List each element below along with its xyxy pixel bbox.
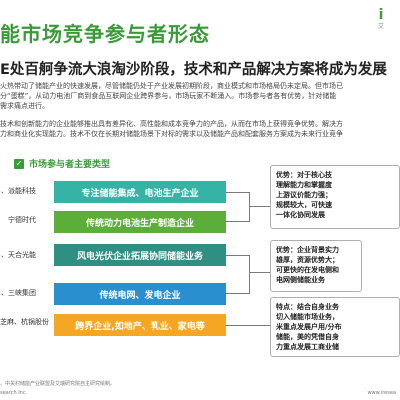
connector-middle: [250, 272, 270, 273]
connector-top: [250, 206, 270, 207]
player-label-2: 宁德时代: [8, 216, 36, 224]
footer-source: 、中关村储能产业联盟及艾瑞研究院自主研究绘制。: [0, 381, 116, 387]
note-3-line-2: 切入储能市场业务，: [276, 313, 339, 321]
segment-band-4: 传统电网、发电企业: [54, 283, 226, 305]
intro-line-5: 力和商业化实现能力。技术不仅在长期对储能场景下对标的需求以及储能产品和配套服务方…: [0, 130, 343, 138]
note-1-line-2: 理解能力和掌握度: [276, 181, 332, 189]
intro-line-1: 火热带动了储能产业的快速发展，尽管储能仍处于产业发展初期阶段，商业模式和市场格局…: [0, 82, 343, 90]
note-1-line-3: 上游议价能力强；: [276, 191, 332, 199]
note-1-line-5: 一体化协同发展: [276, 211, 325, 219]
logo-mark: i: [378, 7, 384, 23]
brand-logo: i 艾: [366, 8, 396, 31]
intro-line-2: 分“蛋糕”，从动力电池厂商到食品互联网企业跨界参与，市场玩家不断涌入。市场参与者…: [0, 92, 337, 100]
page-subtitle: E处百舸争流大浪淘沙阶段，技术和产品解决方案将成为发展: [0, 62, 387, 78]
segment-band-2: 传统动力电池生产制造企业: [54, 211, 226, 233]
note-2-line-3: 可更快的在发电侧和: [276, 266, 339, 274]
player-label-1: 、派能科技: [1, 187, 36, 195]
intro-line-4: 技术和创新能力的企业能够推出具有差异化、高性能和成本竞争力的产品，从而在市场上获…: [0, 120, 343, 128]
note-2-line-4: 电网侧储能业务: [276, 276, 325, 284]
footer-site: www.iresea: [367, 390, 396, 396]
note-1-line-1: 优势：对于核心技: [276, 171, 332, 179]
note-1-line-4: 规模较大，可快速: [276, 201, 332, 209]
connector-bottom: [226, 325, 270, 326]
note-advantage-utility: 优势：企业背景实力 雄厚，资源优势大； 可更快的在发电侧和 电网侧储能业务: [270, 240, 362, 292]
note-feature-crossover: 特点：结合自身业务 切入储能市场业务， 米重点发展户用/分布 储能，美的凭借自身…: [270, 297, 400, 357]
note-3-line-1: 特点：结合自身业务: [276, 303, 339, 311]
note-2-line-2: 雄厚，资源优势大；: [276, 256, 339, 264]
note-advantage-battery: 优势：对于核心技 理解能力和掌握度 上游议价能力强； 规模较大，可快速 一体化协…: [270, 165, 400, 229]
note-3-line-4: 储能，美的凭借自身: [276, 333, 339, 341]
segment-band-5: 跨界企业,如地产、乳业、家电等: [54, 314, 226, 336]
player-label-5: 芝麻、杭锅股份: [0, 318, 49, 326]
note-2-line-1: 优势：企业背景实力: [276, 246, 339, 254]
note-3-line-3: 米重点发展户用/分布: [276, 323, 342, 331]
segment-band-1: 专注储能集成、电池生产企业: [54, 181, 226, 203]
section-title: ✓ 市场参与者主要类型: [14, 157, 110, 170]
player-label-4: 、三峡集团: [1, 289, 36, 297]
bracket-top: [226, 192, 250, 222]
footer-org: search Inc.: [0, 390, 28, 396]
page-title: 能市场竞争参与者形态: [0, 22, 210, 46]
note-3-line-5: 力重点发展工商业储: [276, 343, 339, 351]
segment-band-3: 风电光伏企业拓展协同储能业务: [54, 244, 226, 266]
bracket-middle: [226, 255, 250, 294]
logo-subtext: 艾: [377, 23, 384, 30]
check-icon: ✓: [14, 158, 24, 169]
player-label-3: 、天合光能: [1, 251, 36, 259]
section-title-text: 市场参与者主要类型: [29, 160, 111, 170]
intro-line-3: 需求痛点进行。: [0, 102, 49, 110]
